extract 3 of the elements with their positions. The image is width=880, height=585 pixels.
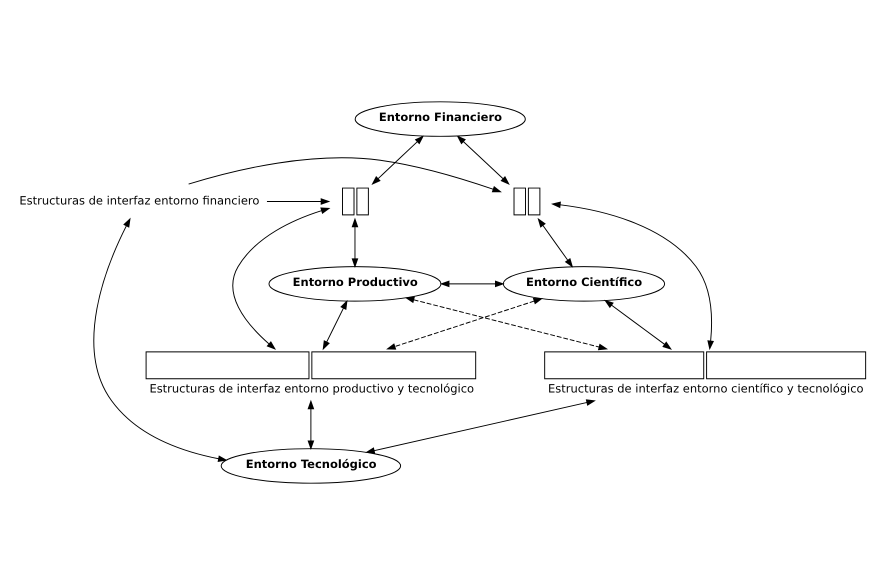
node-label: Estructuras de interfaz entorno científico y tecnológico <box>548 382 864 396</box>
node-label: Estructuras de interfaz entorno productivo y tecnológico <box>149 382 474 396</box>
node-text: Estructuras de interfaz entorno financiero <box>19 193 260 208</box>
